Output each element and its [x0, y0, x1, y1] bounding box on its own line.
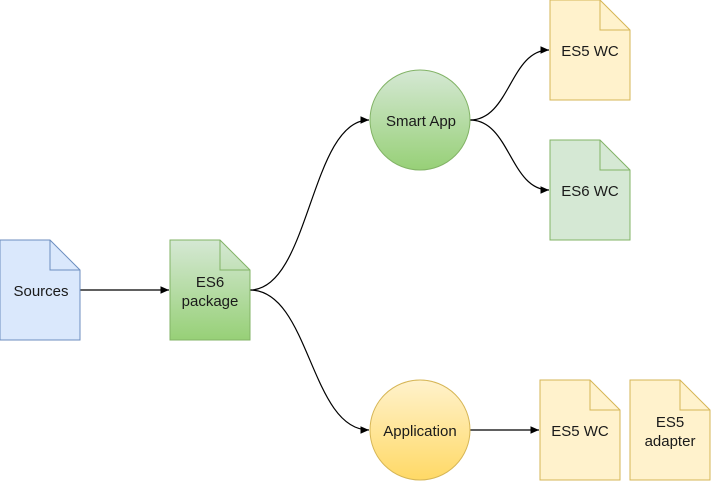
edge-es6-package-to-application	[249, 289, 370, 434]
es5-adapter-document-fold	[679, 380, 710, 411]
sources-label: Sources	[13, 283, 68, 300]
edges	[80, 46, 550, 434]
smart-app-label: Smart App	[386, 113, 456, 130]
es5-wc-bottom-document-shape	[539, 379, 621, 481]
smart-app-node: Smart App	[369, 69, 471, 171]
es6-wc-document-fold	[599, 140, 630, 171]
es5-wc-bottom-label: ES5 WC	[551, 423, 609, 440]
sources-document-fold	[49, 240, 80, 271]
es5-adapter-label-line2: adapter	[645, 433, 696, 450]
application-label: Application	[383, 423, 456, 440]
es5-wc-top-document-shape	[549, 0, 631, 101]
es5-wc-bottom-document-fold	[589, 380, 620, 411]
smart-app-circle	[369, 69, 471, 171]
edge-smart-app-to-es5-wc	[469, 46, 550, 121]
es6-wc-document: ES6 WC	[549, 139, 631, 241]
es5-adapter-document: ES5 adapter	[629, 379, 711, 481]
sources-document-shape	[0, 239, 81, 341]
es6-wc-document-shape	[549, 139, 631, 241]
es5-wc-bottom-document: ES5 WC	[539, 379, 621, 481]
sources-document: Sources	[0, 239, 81, 341]
es5-adapter-label-line1: ES5	[656, 414, 684, 431]
es5-wc-top-document: ES5 WC	[549, 0, 631, 101]
es6-package-document: ES6 package	[169, 239, 251, 341]
edge-es6-package-to-smart-app	[249, 116, 370, 291]
es6-wc-label: ES6 WC	[561, 183, 619, 200]
es6-package-label-line2: package	[182, 293, 239, 310]
es5-wc-top-document-fold	[599, 0, 630, 31]
es5-wc-top-label: ES5 WC	[561, 43, 619, 60]
es6-package-label-line1: ES6	[196, 274, 224, 291]
application-circle	[369, 379, 471, 481]
edge-smart-app-to-es6-wc	[469, 119, 550, 194]
es5-adapter-document-shape	[629, 379, 711, 481]
application-node: Application	[369, 379, 471, 481]
es6-package-document-fold	[219, 240, 250, 271]
es6-package-document-shape	[169, 239, 251, 341]
